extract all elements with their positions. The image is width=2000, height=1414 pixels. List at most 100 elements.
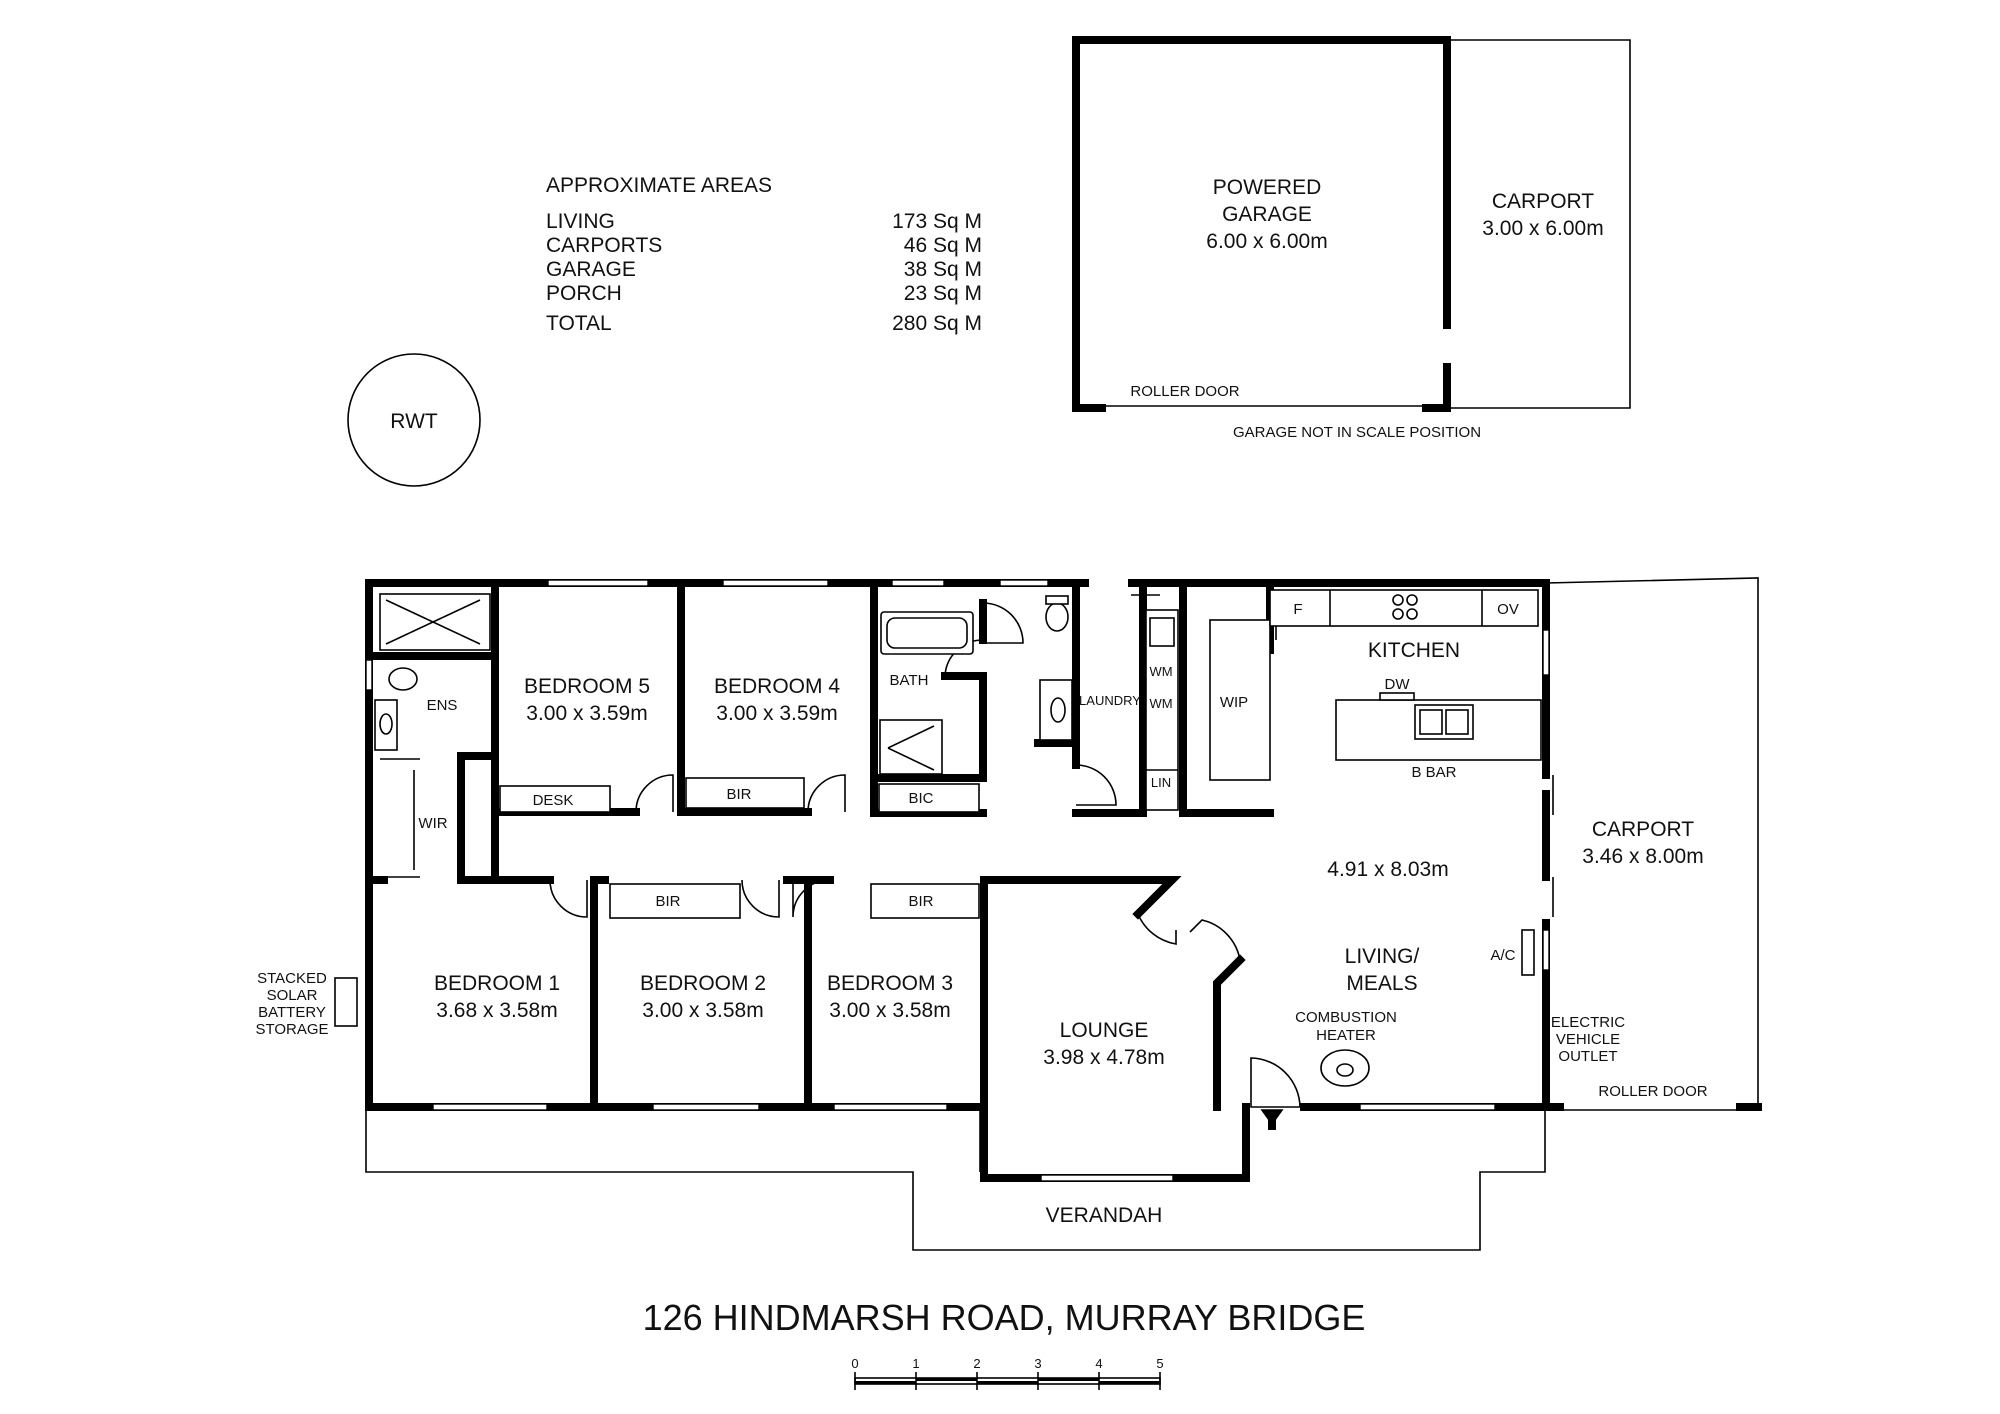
property-address: 126 HINDMARSH ROAD, MURRAY BRIDGE: [643, 1297, 1366, 1338]
bedroom3-name: BEDROOM 3: [827, 972, 953, 995]
kitchen-bench: [1269, 589, 1539, 627]
window-ens: [365, 659, 373, 691]
dishwasher-label: DW: [1385, 676, 1411, 693]
lounge-name: LOUNGE: [1060, 1019, 1149, 1042]
scale-bar-ticks: [854, 1372, 1161, 1390]
scale-bar-segment-2: [916, 1378, 977, 1381]
fridge-label: F: [1293, 601, 1302, 618]
door-bed4: [807, 774, 846, 813]
carport-outline: [1545, 577, 1759, 1110]
verandah-name: VERANDAH: [1046, 1204, 1163, 1227]
bedroom5-size: 3.00 x 3.59m: [526, 702, 647, 725]
wip-shelves: [1209, 619, 1271, 781]
area-label-porch: PORCH: [546, 282, 622, 305]
room-labels: BEDROOM 5 3.00 x 3.59m BEDROOM 4 3.00 x …: [434, 639, 1704, 1227]
scale-bar-segment-4: [1038, 1378, 1099, 1381]
laundry-trough-icon: [1149, 617, 1175, 647]
bedroom2-name: BEDROOM 2: [640, 972, 766, 995]
bedroom5-name: BEDROOM 5: [524, 675, 650, 698]
door-wc: [982, 602, 1024, 644]
ev-outlet-line2: VEHICLE: [1556, 1031, 1620, 1048]
door-laundry: [1075, 764, 1117, 806]
scale-tick-4: 4: [1095, 1356, 1102, 1371]
bathtub-inner: [886, 617, 968, 649]
ev-outlet-line1: ELECTRIC: [1551, 1014, 1625, 1031]
entry-arrow-stem: [1268, 1112, 1276, 1130]
wall-wir-robe: [457, 752, 499, 884]
garage-roller-door-label: ROLLER DOOR: [1130, 383, 1239, 400]
lounge-size: 3.98 x 4.78m: [1043, 1046, 1164, 1069]
bedroom1-size: 3.68 x 3.58m: [436, 999, 557, 1022]
scale-tick-3: 3: [1034, 1356, 1041, 1371]
scale-bar: 0 1 2 3 4 5: [851, 1356, 1164, 1390]
window-living: [1359, 1103, 1496, 1111]
rainwater-tank: RWT: [347, 353, 481, 487]
bedroom1-name: BEDROOM 1: [434, 972, 560, 995]
garage-wall-return: [1422, 363, 1451, 412]
ens-label: ENS: [427, 697, 458, 714]
wall-lounge-north: [980, 876, 1182, 920]
bath-label: BATH: [890, 672, 929, 689]
living-size: 4.91 x 8.03m: [1327, 858, 1448, 881]
window-wc: [999, 579, 1049, 587]
garage-carport-outline: [1447, 39, 1631, 409]
wall-lounge-east: [1213, 954, 1246, 1111]
verandah-outline: [365, 1109, 1546, 1251]
wall-bath-south: [870, 672, 987, 782]
ensuite-toilet-icon: [388, 667, 418, 691]
wall-bed2-bed3: [783, 876, 812, 1111]
windows: [365, 579, 1550, 1182]
window-bath: [891, 579, 945, 587]
cooktop-icon: [1392, 594, 1418, 620]
door-lounge-b: [1189, 919, 1241, 961]
carport-size: 3.46 x 8.00m: [1582, 845, 1703, 868]
bed3-robe: [870, 883, 980, 919]
window-kitchen-east: [1542, 629, 1550, 676]
area-value-total: 280 Sq M: [892, 312, 982, 335]
bed4-bir-label: BIR: [726, 786, 751, 803]
bic-label: BIC: [908, 790, 933, 807]
area-value-garage: 38 Sq M: [904, 258, 982, 281]
detached-garage: POWERED GARAGE 6.00 x 6.00m ROLLER DOOR …: [1072, 36, 1631, 441]
fixtures: [334, 589, 1542, 1087]
garage-walls: [1072, 36, 1451, 412]
rainwater-tank-label: RWT: [390, 410, 438, 433]
ac-unit: [1521, 929, 1535, 976]
bed3-bir-label: BIR: [908, 893, 933, 910]
area-schedule-heading: APPROXIMATE AREAS: [546, 174, 772, 197]
ensuite-shower-cross: [385, 599, 481, 645]
ac-label: A/C: [1490, 947, 1515, 964]
bed4-robe: [685, 777, 805, 809]
window-bed1: [432, 1103, 548, 1111]
wc-basin-icon: [1050, 697, 1066, 723]
bedroom3-size: 3.00 x 3.58m: [829, 999, 950, 1022]
door-bed2: [741, 879, 780, 918]
door-entry: [1250, 1057, 1301, 1108]
garage-carport-name: CARPORT: [1492, 190, 1594, 213]
solar-battery: [334, 977, 358, 1027]
bedroom4-name: BEDROOM 4: [714, 675, 840, 698]
scale-tick-1: 1: [912, 1356, 919, 1371]
combustion-heater-inner: [1336, 1063, 1354, 1077]
window-bed3: [833, 1103, 948, 1111]
battery-label-line1: STACKED: [257, 970, 327, 987]
scale-tick-0: 0: [851, 1356, 858, 1371]
dishwasher: [1379, 692, 1415, 701]
wc-toilet-icon: [1045, 602, 1069, 632]
heater-label-line1: COMBUSTION: [1295, 1009, 1397, 1026]
wip-label: WIP: [1220, 694, 1248, 711]
area-label-carports: CARPORTS: [546, 234, 662, 257]
window-bed2: [652, 1103, 760, 1111]
wm-label-1: WM: [1149, 664, 1172, 679]
garage-scale-note: GARAGE NOT IN SCALE POSITION: [1233, 424, 1481, 441]
oven-label: OV: [1497, 601, 1519, 618]
garage-name-line1: POWERED: [1213, 176, 1322, 199]
bath-shower-lines: [887, 725, 935, 771]
garage-name-line2: GARAGE: [1222, 203, 1312, 226]
bed2-bir-label: BIR: [655, 893, 680, 910]
battery-label-line3: BATTERY: [258, 1004, 326, 1021]
kitchen-sink-bowl-1: [1419, 709, 1443, 735]
window-lounge: [1040, 1174, 1174, 1182]
lin-label: LIN: [1151, 775, 1171, 790]
area-schedule: APPROXIMATE AREAS LIVING 173 Sq M CARPOR…: [546, 174, 982, 335]
